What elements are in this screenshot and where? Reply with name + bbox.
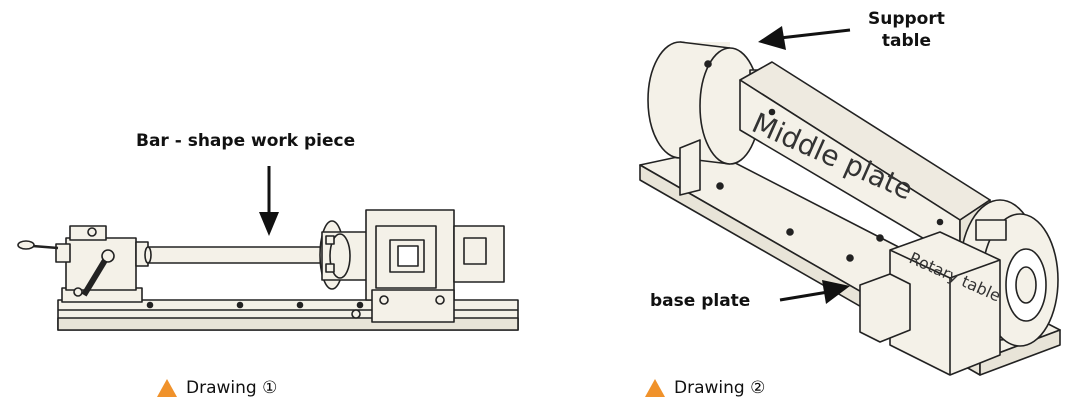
rotary-housing — [351, 209, 505, 323]
callout-arrow-base — [779, 280, 850, 304]
drawing-2-panel: Middle plate Rotary table Support table … — [560, 0, 1074, 411]
drawing-1-illustration — [17, 166, 519, 331]
support-table-callout-line1: Support — [868, 9, 945, 29]
support-table-callout-line2: table — [881, 31, 931, 51]
drawing-2-caption-text: Drawing ② — [674, 378, 766, 398]
chuck — [319, 220, 371, 290]
drawing-2-caption: Drawing ② — [644, 378, 765, 398]
drawing-1-caption-text: Drawing ① — [186, 378, 278, 398]
rotary-table — [859, 199, 1059, 376]
drawing-1-panel: Bar - shape work piece Drawing ① — [17, 131, 519, 398]
callout-arrow-support — [758, 26, 851, 50]
workpiece-bar — [144, 246, 324, 264]
drawing-2-illustration: Middle plate Rotary table — [639, 26, 1061, 376]
warning-triangle-icon — [157, 379, 177, 397]
tailstock — [17, 225, 149, 303]
warning-triangle-icon — [645, 379, 665, 397]
workpiece-callout-label: Bar - shape work piece — [136, 131, 356, 151]
base-plate-callout-label: base plate — [650, 291, 751, 311]
callout-arrow-workpiece — [259, 166, 279, 236]
support-table-callout-label: Support table — [868, 8, 945, 52]
drawing-1-caption: Drawing ① — [156, 378, 277, 398]
